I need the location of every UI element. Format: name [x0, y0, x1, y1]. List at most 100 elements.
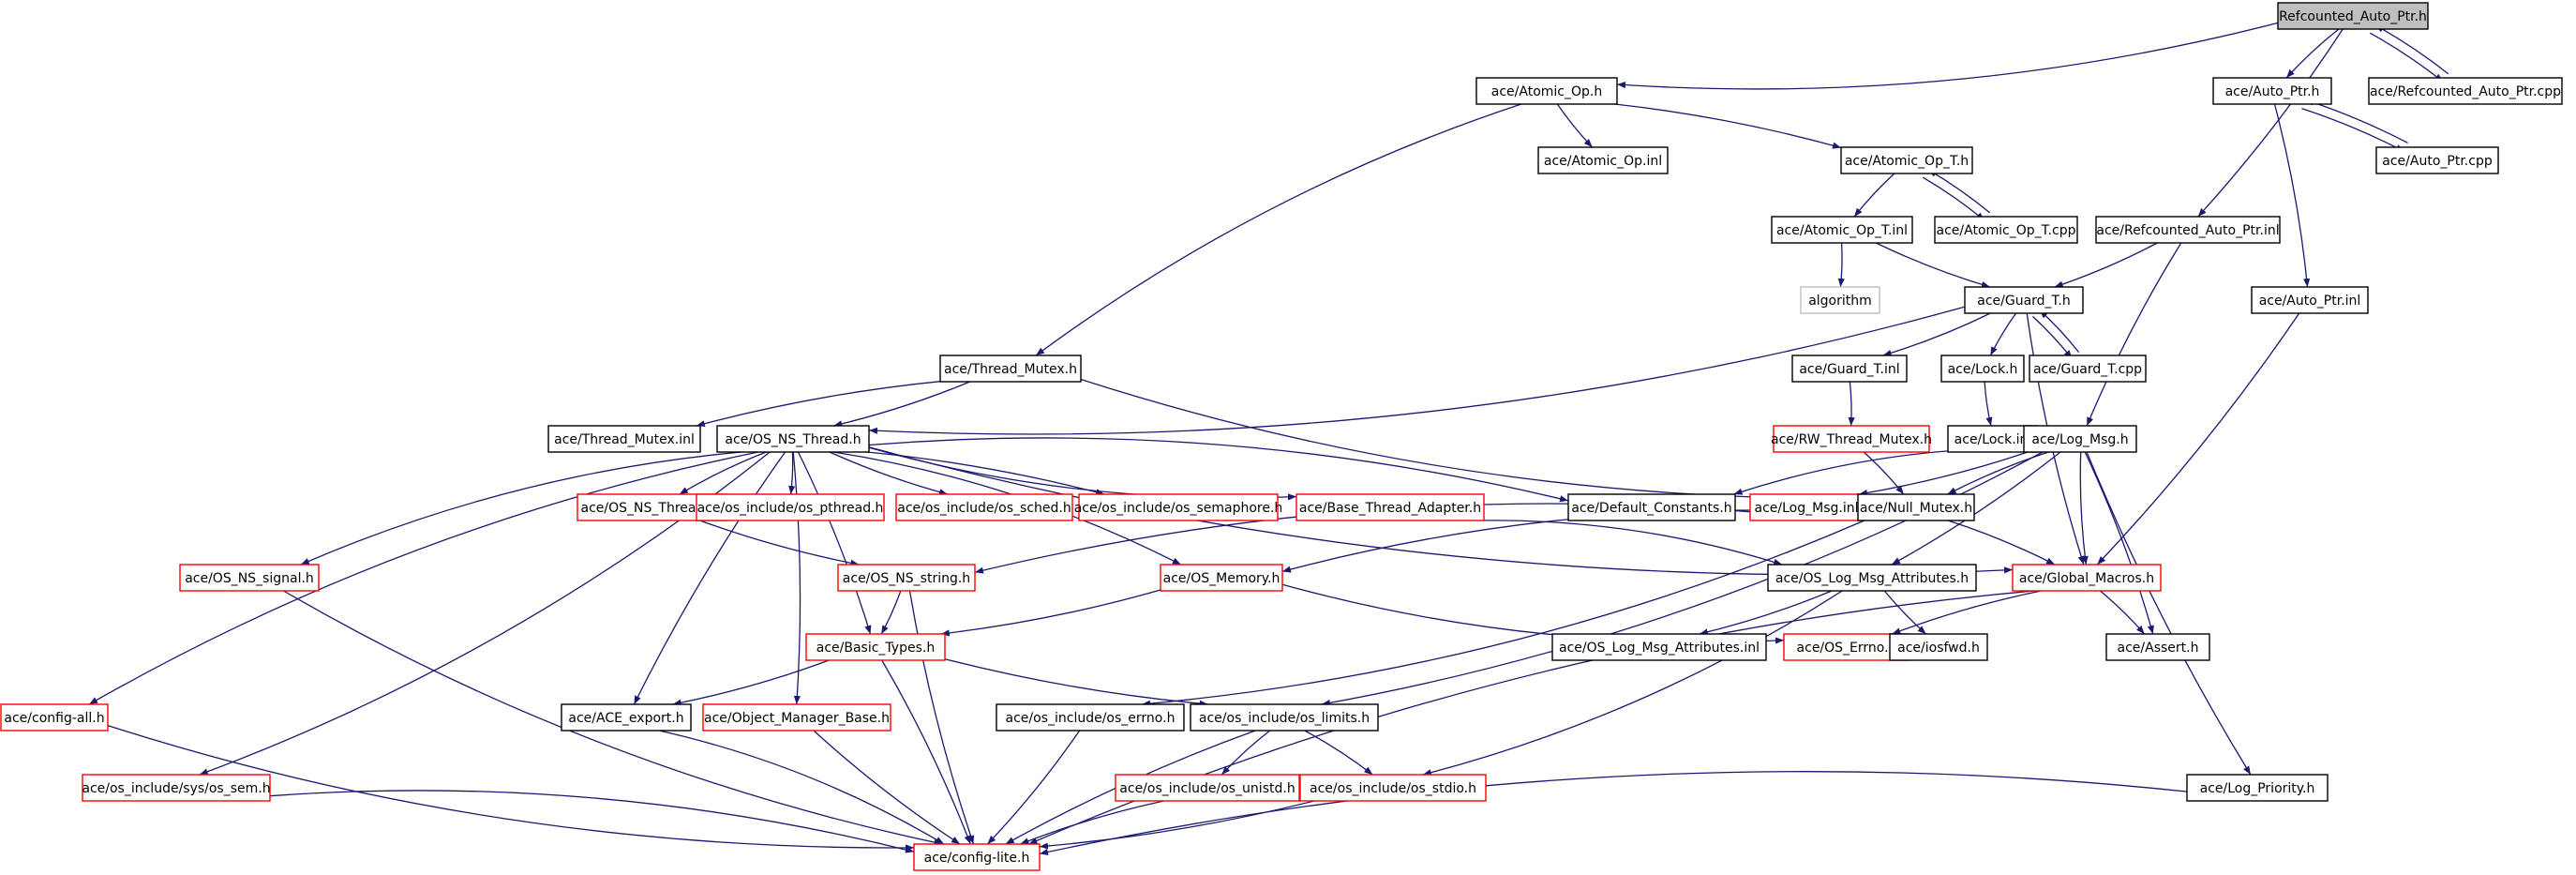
edge-os_log_msg_attr_h-to-iosfwd_h [1883, 590, 1927, 635]
node-root[interactable]: Refcounted_Auto_Ptr.h [2277, 2, 2429, 30]
edge-os_errno_inc_h-to-config_lite_h [986, 730, 1081, 845]
node-label: ace/Null_Mutex.h [1860, 501, 1972, 516]
node-label: ace/Atomic_Op_T.inl [1776, 223, 1908, 238]
node-label: ace/Auto_Ptr.inl [2259, 294, 2361, 309]
node-label: ace/OS_Memory.h [1163, 571, 1281, 586]
node-guard_t_cpp[interactable]: ace/Guard_T.cpp [2029, 355, 2147, 383]
edge-os_ns_thread_h-to-ace_export_h [633, 451, 786, 705]
edge-atomic_op_h-to-atomic_op_t_h [1614, 103, 1842, 149]
node-os_ns_signal_h[interactable]: ace/OS_NS_signal.h [179, 564, 320, 592]
node-ace_export_h[interactable]: ace/ACE_export.h [561, 703, 692, 732]
node-atomic_op_inl[interactable]: ace/Atomic_Op.inl [1537, 146, 1669, 174]
edge-thread_mutex_h-to-thread_mutex_inl [696, 381, 941, 428]
node-box [2368, 77, 2563, 105]
node-label: ace/Auto_Ptr.cpp [2382, 154, 2493, 169]
node-label: ace/OS_NS_signal.h [185, 571, 314, 586]
edge-log_msg_h-to-default_constants_h [1733, 446, 2025, 495]
node-label: ace/config-all.h [4, 711, 104, 726]
node-os_stdio_h[interactable]: ace/os_include/os_stdio.h [1299, 774, 1487, 802]
node-label: ace/RW_Thread_Mutex.h [1771, 432, 1932, 447]
node-base_thread_adapter_h[interactable]: ace/Base_Thread_Adapter.h [1295, 493, 1485, 521]
edge-basic_types_h-to-os_limits_h [944, 658, 1208, 707]
node-atomic_op_t_h[interactable]: ace/Atomic_Op_T.h [1840, 146, 1973, 174]
node-label: ace/Object_Manager_Base.h [704, 711, 890, 726]
edge-global_macros_h-to-assert_h [2099, 590, 2146, 635]
node-rw_thread_mutex_h[interactable]: ace/RW_Thread_Mutex.h [1771, 425, 1932, 453]
node-guard_t_inl[interactable]: ace/Guard_T.inl [1791, 355, 1908, 383]
node-box [1078, 493, 1279, 521]
edge-os_ns_thread_h-to-os_sched_h [829, 451, 949, 496]
node-box [2105, 633, 2210, 661]
node-iosfwd_h[interactable]: ace/iosfwd.h [1889, 633, 1988, 661]
node-label: ace/Basic_Types.h [816, 641, 935, 656]
node-label: ace/iosfwd.h [1897, 641, 1980, 656]
node-box [702, 703, 891, 732]
node-object_manager_base_h[interactable]: ace/Object_Manager_Base.h [702, 703, 891, 732]
edge-atomic_op_h-to-thread_mutex_h [1035, 103, 1522, 356]
node-os_sem_h[interactable]: ace/os_include/sys/os_sem.h [82, 774, 271, 802]
node-os_ns_string_h[interactable]: ace/OS_NS_string.h [837, 564, 976, 592]
node-assert_h[interactable]: ace/Assert.h [2105, 633, 2210, 661]
edge-basic_types_h-to-ace_export_h [672, 659, 830, 706]
node-os_limits_h[interactable]: ace/os_include/os_limits.h [1190, 703, 1379, 732]
node-refcounted_inl[interactable]: ace/Refcounted_Auto_Ptr.inl [2095, 216, 2281, 244]
node-atomic_op_t_inl[interactable]: ace/Atomic_Op_T.inl [1771, 216, 1913, 244]
node-label: ace/os_include/os_errno.h [1006, 711, 1176, 726]
node-thread_mutex_inl[interactable]: ace/Thread_Mutex.inl [547, 425, 701, 453]
node-atomic_op_h[interactable]: ace/Atomic_Op.h [1475, 77, 1618, 105]
node-os_sched_h[interactable]: ace/os_include/os_sched.h [895, 493, 1073, 521]
node-default_constants_h[interactable]: ace/Default_Constants.h [1567, 493, 1736, 521]
edge-auto_ptr_cpp-to-auto_ptr_h [2304, 98, 2408, 143]
node-label: ace/Global_Macros.h [2019, 571, 2154, 586]
node-label: ace/os_include/os_unistd.h [1119, 781, 1295, 796]
node-box [939, 355, 1082, 383]
node-os_errno_inc_h[interactable]: ace/os_include/os_errno.h [996, 703, 1185, 732]
node-atomic_op_t_cpp[interactable]: ace/Atomic_Op_T.cpp [1934, 216, 2078, 244]
edge-guard_t_h-to-os_ns_thread_h [868, 306, 1966, 435]
node-basic_types_h[interactable]: ace/Basic_Types.h [805, 633, 946, 661]
node-os_semaphore_h[interactable]: ace/os_include/os_semaphore.h [1074, 493, 1283, 521]
edge-atomic_op_t_h-to-atomic_op_t_cpp [1922, 176, 1985, 221]
node-label: ace/Refcounted_Auto_Ptr.cpp [2370, 84, 2561, 99]
node-auto_ptr_h[interactable]: ace/Auto_Ptr.h [2212, 77, 2332, 105]
node-config_lite_h[interactable]: ace/config-lite.h [913, 843, 1041, 871]
node-global_macros_h[interactable]: ace/Global_Macros.h [2012, 564, 2162, 592]
node-auto_ptr_inl[interactable]: ace/Auto_Ptr.inl [2251, 286, 2369, 314]
edge-guard_t_h-to-lock_h [1989, 312, 2017, 356]
edge-log_msg_h-to-log_priority_h [2086, 451, 2252, 776]
edge-log_msg_h-to-global_macros_h [2079, 451, 2089, 566]
node-refcounted_cpp[interactable]: ace/Refcounted_Auto_Ptr.cpp [2368, 77, 2563, 105]
node-box [1964, 286, 2084, 314]
node-label: algorithm [1808, 294, 1872, 309]
edge-os_ns_signal_h-to-config_lite_h [283, 590, 943, 846]
edge-atomic_op_t_h-to-atomic_op_t_inl [1853, 173, 1895, 218]
node-config_all_h[interactable]: ace/config-all.h [0, 703, 109, 732]
edge-guard_t_h-to-guard_t_inl [1882, 312, 1991, 356]
node-box [2012, 564, 2162, 592]
node-os_pthread_h[interactable]: ace/os_include/os_pthread.h [696, 493, 885, 521]
node-os_ns_thread_h[interactable]: ace/OS_NS_Thread.h [716, 425, 870, 453]
node-null_mutex_h[interactable]: ace/Null_Mutex.h [1857, 493, 1975, 521]
edge-auto_ptr_h-to-auto_ptr_inl [2273, 103, 2311, 288]
node-label: ace/Assert.h [2118, 641, 2199, 656]
node-box [895, 493, 1073, 521]
node-thread_mutex_h[interactable]: ace/Thread_Mutex.h [939, 355, 1082, 383]
node-log_priority_h[interactable]: ace/Log_Priority.h [2186, 774, 2329, 802]
node-os_memory_h[interactable]: ace/OS_Memory.h [1160, 564, 1283, 592]
edge-os_unistd_h-to-config_lite_h [1020, 800, 1164, 845]
node-log_msg_inl[interactable]: ace/Log_Msg.inl [1749, 493, 1864, 521]
node-log_msg_h[interactable]: ace/Log_Msg.h [2023, 425, 2137, 453]
node-os_log_msg_attr_h[interactable]: ace/OS_Log_Msg_Attributes.h [1767, 564, 1977, 592]
node-box [1115, 774, 1300, 802]
node-lock_h[interactable]: ace/Lock.h [1940, 355, 2025, 383]
node-os_unistd_h[interactable]: ace/os_include/os_unistd.h [1115, 774, 1300, 802]
node-label: ace/OS_NS_Thread.h [725, 432, 861, 447]
node-label: ace/OS_Log_Msg_Attributes.inl [1559, 641, 1760, 656]
edge-object_manager_base_h-to-config_lite_h [813, 730, 961, 845]
node-os_log_msg_attr_inl[interactable]: ace/OS_Log_Msg_Attributes.inl [1551, 633, 1767, 661]
node-algorithm[interactable]: algorithm [1800, 286, 1880, 314]
node-label: ace/OS_Log_Msg_Attributes.h [1775, 571, 1969, 586]
node-guard_t_h[interactable]: ace/Guard_T.h [1964, 286, 2084, 314]
node-label: ace/os_include/os_sched.h [897, 501, 1071, 516]
node-auto_ptr_cpp[interactable]: ace/Auto_Ptr.cpp [2375, 146, 2499, 174]
